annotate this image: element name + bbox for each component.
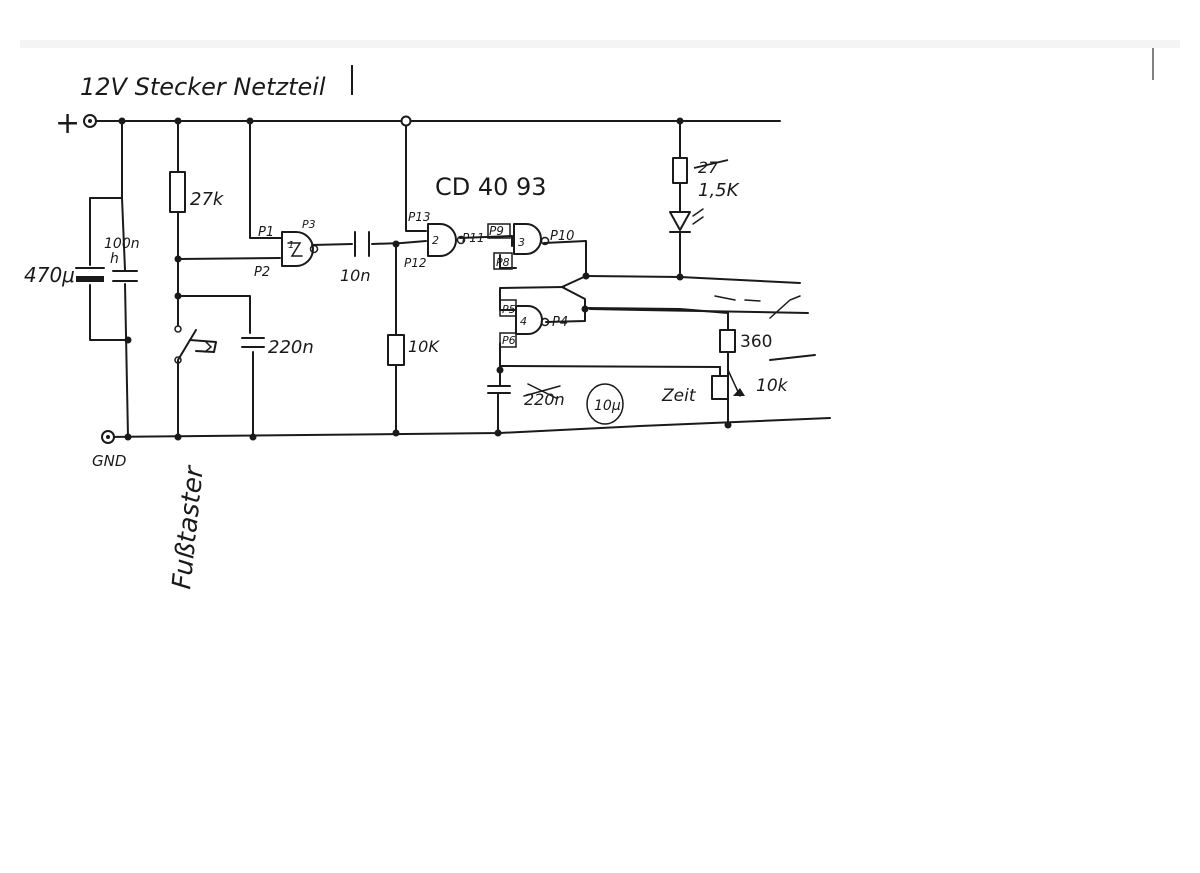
ic-label: CD 40 93 bbox=[435, 173, 547, 201]
zeit-label: Zeit bbox=[661, 386, 697, 406]
nand-gate-2 bbox=[427, 223, 466, 257]
pin-p3: P3 bbox=[302, 218, 316, 231]
pin-p5: P5 bbox=[502, 303, 516, 316]
pin-p12: P12 bbox=[404, 256, 427, 270]
pin-p11: P11 bbox=[462, 231, 485, 245]
led bbox=[669, 208, 704, 233]
label-360: 360 bbox=[740, 332, 772, 352]
gnd-terminal bbox=[101, 430, 115, 444]
resistor-360 bbox=[719, 329, 736, 353]
nand-gate-4 bbox=[515, 305, 550, 335]
label-10k: 10K bbox=[408, 337, 440, 356]
pin-p13: P13 bbox=[408, 210, 431, 224]
pin-p8: P8 bbox=[496, 256, 510, 269]
label-1k5: 1,5K bbox=[698, 180, 740, 201]
resistor-27k bbox=[169, 171, 186, 213]
label-470u: 470μ bbox=[24, 263, 75, 287]
pin-p2: P2 bbox=[254, 265, 270, 280]
plus-terminal bbox=[83, 114, 97, 128]
footswitch-label: Fußtaster bbox=[167, 463, 210, 591]
resistor-10k bbox=[387, 334, 405, 366]
plus-terminal-top-mid bbox=[400, 115, 412, 127]
plus-label: + bbox=[55, 106, 80, 141]
pin-p6: P6 bbox=[502, 334, 516, 347]
label-pot-10k: 10k bbox=[756, 376, 789, 396]
pin-p4: P4 bbox=[552, 315, 568, 330]
label-27k: 27k bbox=[190, 189, 225, 210]
label-100n-sub: h bbox=[110, 251, 119, 267]
pin-p1: P1 bbox=[258, 225, 274, 240]
resistor-1k5 bbox=[672, 157, 688, 184]
capacitor-10n bbox=[354, 231, 370, 257]
label-220n: 220n bbox=[268, 337, 314, 358]
footswitch-contact bbox=[174, 325, 217, 364]
pin-box-p8 bbox=[493, 252, 513, 270]
nand-gate-1 bbox=[281, 231, 319, 267]
pin-p10: P10 bbox=[550, 229, 574, 244]
capacitor-timing bbox=[487, 383, 624, 425]
scan-artifacts bbox=[20, 40, 1180, 80]
label-27-struck: 27 bbox=[698, 158, 719, 177]
label-10n: 10n bbox=[340, 266, 371, 285]
label-100n: 100n bbox=[104, 236, 140, 252]
gate-number-2: 2 bbox=[432, 234, 439, 247]
capacitor-100n bbox=[112, 270, 138, 282]
junction-dots bbox=[118, 117, 732, 441]
gate-number-3: 3 bbox=[518, 236, 525, 249]
pin-box-p6 bbox=[499, 332, 517, 348]
pin-box-p9 bbox=[487, 223, 511, 239]
capacitor-470u bbox=[75, 267, 105, 282]
label-timing-new: 10μ bbox=[594, 398, 621, 414]
gate-number-4: 4 bbox=[520, 315, 527, 328]
nand-gate-3 bbox=[513, 223, 550, 255]
strike-27 bbox=[693, 159, 729, 169]
label-timing-old: 220n bbox=[524, 390, 565, 409]
pin-p9: P9 bbox=[489, 224, 504, 238]
capacitor-220n bbox=[241, 337, 265, 348]
title-supply: 12V Stecker Netzteil bbox=[80, 73, 326, 101]
wiring bbox=[89, 120, 831, 438]
pin-box-p5 bbox=[499, 299, 517, 317]
gnd-label: GND bbox=[92, 452, 126, 470]
potentiometer-10k bbox=[711, 366, 745, 400]
gate-number-1: 1 bbox=[288, 240, 294, 251]
